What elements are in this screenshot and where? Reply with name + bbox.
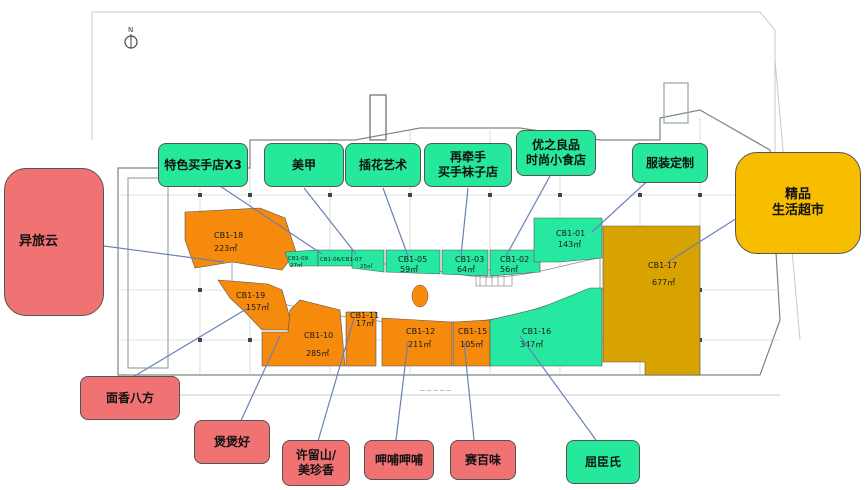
plan-footnote: — — — — —: [420, 388, 451, 394]
unit-area: 64㎡: [457, 265, 475, 274]
unit-cb1-16[interactable]: [489, 287, 603, 367]
unit-cb1-18[interactable]: [184, 207, 297, 271]
unit-area: 211㎡: [408, 340, 431, 349]
atrium-kiosk[interactable]: [411, 284, 429, 308]
unit-code: CB1-06/CB1-07: [320, 257, 363, 263]
unit-cb1-05[interactable]: [385, 249, 441, 275]
callout-tese[interactable]: 特色买手店X3: [158, 143, 248, 187]
unit-code: CB1-05: [398, 255, 427, 264]
unit-code: CB1-11: [350, 311, 379, 320]
unit-code: CB1-15: [458, 327, 487, 336]
unit-code: CB1-16: [522, 327, 551, 336]
unit-area: 105㎡: [460, 340, 483, 349]
unit-area: 223㎡: [214, 244, 237, 253]
unit-area: 56㎡: [500, 265, 518, 274]
unit-area: 677㎡: [652, 278, 675, 287]
callout-chahua[interactable]: 插花艺术: [345, 143, 421, 187]
callout-gafei[interactable]: 呷哺呷哺: [364, 440, 434, 480]
unit-code: CB1-02: [500, 255, 529, 264]
unit-area: 285㎡: [306, 349, 329, 358]
unit-area: 17㎡: [356, 319, 374, 328]
unit-area: 143㎡: [558, 240, 581, 249]
unit-area: 157㎡: [246, 303, 269, 312]
callout-saibaiwei[interactable]: 赛百味: [450, 440, 516, 480]
unit-cb1-10[interactable]: [261, 299, 346, 367]
callout-zaiqian[interactable]: 再牵手 买手袜子店: [424, 143, 512, 187]
unit-area: 347㎡: [520, 340, 543, 349]
unit-code: CB1-19: [236, 291, 265, 300]
unit-cb1-17[interactable]: [602, 225, 701, 376]
callout-quchenshi[interactable]: 屈臣氏: [566, 440, 640, 484]
callout-xuliushan[interactable]: 许留山/ 美珍香: [282, 440, 350, 486]
callout-jingpin[interactable]: 精品 生活超市: [735, 152, 861, 254]
callout-yilvyun[interactable]: 异旅云: [4, 168, 104, 316]
callout-mianxiang[interactable]: 面香八方: [80, 376, 180, 420]
callout-baobao[interactable]: 煲煲好: [194, 420, 270, 464]
unit-cb1-06[interactable]: [351, 249, 385, 273]
unit-code: CB1-17: [648, 261, 677, 270]
unit-code: CB1-10: [304, 331, 333, 340]
unit-cb1-01[interactable]: [533, 217, 603, 263]
leader-lines: [103, 173, 738, 449]
north-arrow-icon: N: [124, 26, 138, 49]
callout-youzhi[interactable]: 优之良品 时尚小食店: [516, 130, 596, 176]
unit-area: 59㎡: [400, 265, 418, 274]
unit-cb1-11[interactable]: [345, 311, 377, 367]
unit-labels: CB1-18 223㎡ CB1-09 27㎡ CB1-06/CB1-07 25㎡…: [214, 229, 677, 358]
unit-area: 25㎡: [360, 262, 373, 270]
callout-fuzhuang[interactable]: 服装定制: [632, 143, 708, 183]
unit-cb1-02[interactable]: [489, 249, 541, 277]
callout-meijia[interactable]: 美甲: [264, 143, 344, 187]
north-label: N: [128, 26, 133, 34]
unit-cb1-03[interactable]: [441, 249, 489, 277]
unit-code: CB1-12: [406, 327, 435, 336]
unit-area: 27㎡: [290, 261, 303, 269]
unit-code: CB1-18: [214, 231, 243, 240]
unit-code: CB1-03: [455, 255, 484, 264]
unit-cb1-12[interactable]: [381, 317, 453, 367]
unit-code: CB1-09: [288, 256, 309, 262]
unit-code: CB1-01: [556, 229, 585, 238]
